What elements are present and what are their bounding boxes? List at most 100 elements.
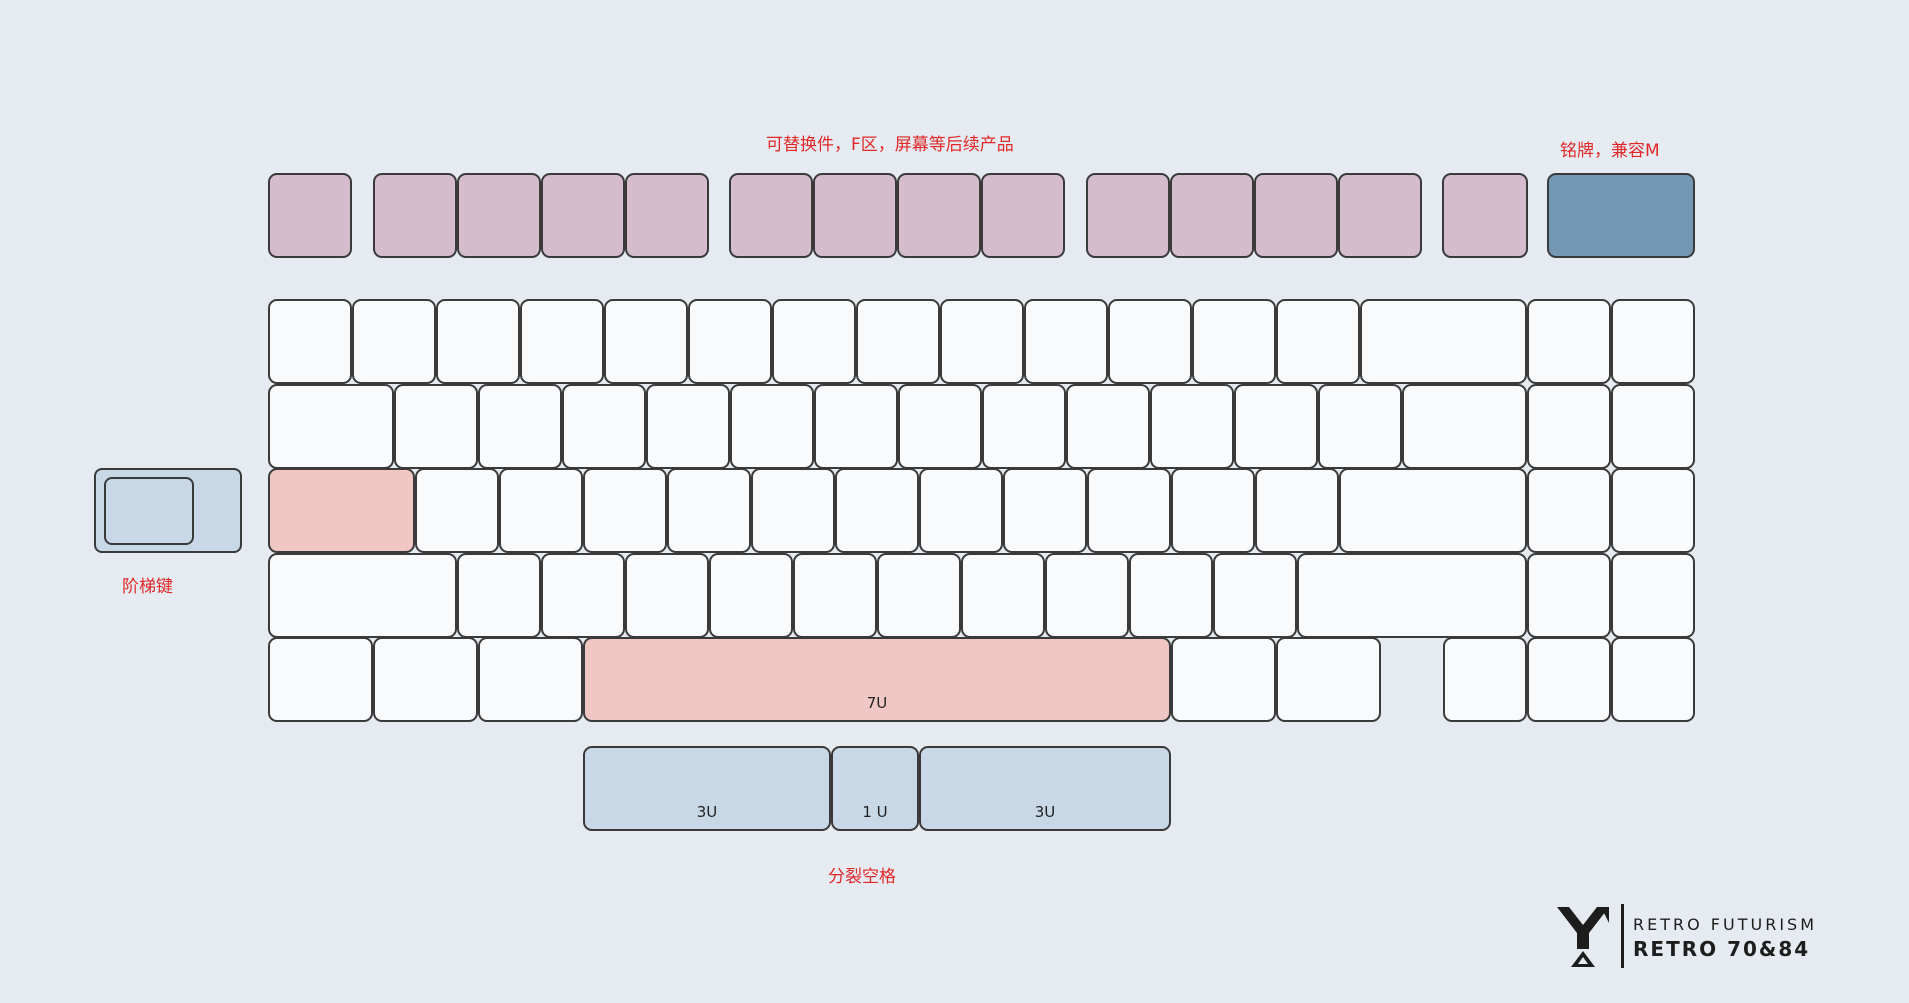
split-space-middle-label: 1 U xyxy=(862,803,888,821)
key[interactable] xyxy=(1024,299,1108,384)
backslash-key[interactable] xyxy=(1402,384,1527,469)
brand-logo: RETRO FUTURISM RETRO 70&84 xyxy=(1555,900,1875,972)
key[interactable] xyxy=(1108,299,1192,384)
split-space-right-label: 3U xyxy=(1034,803,1056,821)
key[interactable] xyxy=(1087,468,1171,553)
key[interactable] xyxy=(1318,384,1402,469)
f2-key[interactable] xyxy=(457,173,541,258)
nav-key[interactable] xyxy=(1611,384,1695,469)
nav-key[interactable] xyxy=(1527,553,1611,638)
key[interactable] xyxy=(1171,468,1255,553)
key[interactable] xyxy=(1066,384,1150,469)
modifier-key[interactable] xyxy=(1171,637,1276,722)
logo-product-name: RETRO 70&84 xyxy=(1633,937,1811,961)
arrow-right-key[interactable] xyxy=(1611,637,1695,722)
key[interactable] xyxy=(352,299,436,384)
spacebar-7u[interactable]: 7U xyxy=(583,637,1171,722)
split-space-left-label: 3U xyxy=(696,803,718,821)
key[interactable] xyxy=(1045,553,1129,638)
key[interactable] xyxy=(604,299,688,384)
key[interactable] xyxy=(1234,384,1318,469)
key[interactable] xyxy=(625,553,709,638)
tab-key[interactable] xyxy=(268,384,394,469)
f6-key[interactable] xyxy=(813,173,897,258)
modifier-key[interactable] xyxy=(1276,637,1381,722)
key[interactable] xyxy=(793,553,877,638)
stepped-key[interactable] xyxy=(94,468,242,553)
esc-key[interactable] xyxy=(268,173,352,258)
stepped-key-top xyxy=(104,477,194,545)
key[interactable] xyxy=(457,553,541,638)
modifier-key[interactable] xyxy=(268,637,373,722)
key[interactable] xyxy=(1213,553,1297,638)
f3-key[interactable] xyxy=(541,173,625,258)
f4-key[interactable] xyxy=(625,173,709,258)
key[interactable] xyxy=(268,299,352,384)
extra-function-key[interactable] xyxy=(1442,173,1528,258)
key[interactable] xyxy=(1150,384,1234,469)
key[interactable] xyxy=(877,553,961,638)
key[interactable] xyxy=(394,384,478,469)
split-space-left[interactable]: 3U xyxy=(583,746,831,831)
ladder-annotation: 阶梯键 xyxy=(122,577,173,597)
key[interactable] xyxy=(961,553,1045,638)
f11-key[interactable] xyxy=(1254,173,1338,258)
nav-key[interactable] xyxy=(1527,468,1611,553)
key[interactable] xyxy=(814,384,898,469)
nav-key[interactable] xyxy=(1611,553,1695,638)
nav-key[interactable] xyxy=(1527,299,1611,384)
key[interactable] xyxy=(1276,299,1360,384)
key[interactable] xyxy=(940,299,1024,384)
arrow-left-key[interactable] xyxy=(1443,637,1527,722)
key[interactable] xyxy=(982,384,1066,469)
key[interactable] xyxy=(583,468,667,553)
right-shift-key[interactable] xyxy=(1297,553,1527,638)
key[interactable] xyxy=(667,468,751,553)
key[interactable] xyxy=(1129,553,1213,638)
key[interactable] xyxy=(436,299,520,384)
split-space-right[interactable]: 3U xyxy=(919,746,1171,831)
key[interactable] xyxy=(919,468,1003,553)
enter-key[interactable] xyxy=(1339,468,1527,553)
key[interactable] xyxy=(562,384,646,469)
key[interactable] xyxy=(478,384,562,469)
nameplate-key[interactable] xyxy=(1547,173,1695,258)
caps-lock-key[interactable] xyxy=(268,468,415,553)
key[interactable] xyxy=(835,468,919,553)
key[interactable] xyxy=(1003,468,1087,553)
modifier-key[interactable] xyxy=(373,637,478,722)
f9-key[interactable] xyxy=(1086,173,1170,258)
f12-key[interactable] xyxy=(1338,173,1422,258)
key[interactable] xyxy=(1255,468,1339,553)
key[interactable] xyxy=(751,468,835,553)
backspace-key[interactable] xyxy=(1360,299,1527,384)
spacebar-label: 7U xyxy=(866,694,888,712)
f7-key[interactable] xyxy=(897,173,981,258)
key[interactable] xyxy=(541,553,625,638)
f5-key[interactable] xyxy=(729,173,813,258)
key[interactable] xyxy=(1192,299,1276,384)
f1-key[interactable] xyxy=(373,173,457,258)
nav-key[interactable] xyxy=(1611,299,1695,384)
key[interactable] xyxy=(709,553,793,638)
modifier-key[interactable] xyxy=(478,637,583,722)
logo-tagline: RETRO FUTURISM xyxy=(1633,915,1817,934)
key[interactable] xyxy=(730,384,814,469)
key[interactable] xyxy=(688,299,772,384)
key[interactable] xyxy=(520,299,604,384)
key[interactable] xyxy=(856,299,940,384)
key[interactable] xyxy=(415,468,499,553)
f10-key[interactable] xyxy=(1170,173,1254,258)
nav-key[interactable] xyxy=(1527,384,1611,469)
key[interactable] xyxy=(772,299,856,384)
split-space-middle[interactable]: 1 U xyxy=(831,746,919,831)
left-shift-key[interactable] xyxy=(268,553,457,638)
key[interactable] xyxy=(646,384,730,469)
arrow-down-key[interactable] xyxy=(1527,637,1611,722)
key[interactable] xyxy=(499,468,583,553)
logo-divider xyxy=(1621,904,1624,968)
f8-key[interactable] xyxy=(981,173,1065,258)
key[interactable] xyxy=(898,384,982,469)
nav-key[interactable] xyxy=(1611,468,1695,553)
nameplate-annotation: 铭牌，兼容M xyxy=(1560,141,1660,161)
